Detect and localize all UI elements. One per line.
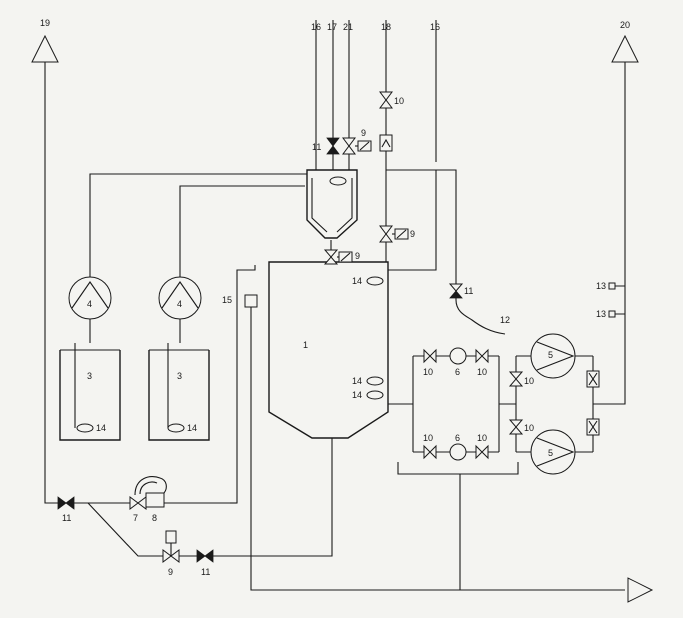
label-9-c: 9 [355,251,360,261]
label-12: 12 [500,315,510,325]
outlet-19-triangle [31,34,59,63]
label-10-d: 10 [423,433,433,443]
label-11-b: 11 [464,286,473,296]
label-14-d: 14 [96,423,106,433]
label-14-e: 14 [187,423,197,433]
pump-5-top [530,333,576,379]
pump-4-left [68,276,112,320]
pump-6-top [449,347,467,365]
label-18: 18 [381,22,391,32]
tank-left-sensor [76,423,94,433]
label-20: 20 [620,20,630,30]
label-9-b: 9 [410,229,415,239]
reactor-vessel-1 [268,261,389,439]
label-19: 19 [40,18,50,28]
pump-4-right [158,276,202,320]
label-11-c: 11 [62,513,71,523]
pump-5-bottom [530,429,576,475]
level-sensor-14-mid [366,376,384,386]
label-9-a: 9 [361,128,366,138]
label-5-a: 5 [548,350,553,360]
label-4-a: 4 [87,299,92,309]
label-10-b: 10 [423,367,433,377]
label-3-a: 3 [87,371,92,381]
label-11-d: 11 [201,567,210,577]
pump-6-bottom [449,443,467,461]
label-14-c: 14 [352,390,362,400]
actuator-9-bottom [165,530,177,544]
feed-hopper [306,169,358,239]
label-11-a: 11 [312,142,321,152]
instrument-13-bottom [608,310,616,318]
label-9-d: 9 [168,567,173,577]
level-sensor-14-top [366,276,384,286]
label-13-b: 13 [596,309,606,319]
label-7: 7 [133,513,138,523]
actuator-8-body [145,492,165,508]
outlet-arrows [31,34,654,603]
label-4-b: 4 [177,299,182,309]
label-16-a: 16 [311,22,321,32]
label-14-b: 14 [352,376,362,386]
label-15: 15 [222,295,232,305]
label-10-e: 10 [477,433,487,443]
label-16-b: 16 [430,22,440,32]
label-6-a: 6 [455,367,460,377]
label-14-a: 14 [352,276,362,286]
label-13-a: 13 [596,281,606,291]
label-5-b: 5 [548,448,553,458]
label-10-a: 10 [394,96,404,106]
label-10-c: 10 [477,367,487,377]
label-6-b: 6 [455,433,460,443]
instrument-15-box [244,294,258,308]
label-10-g: 10 [524,423,534,433]
tank-3-left [59,349,121,441]
instrument-13-top [608,282,616,290]
number-labels: 19 20 16 17 21 18 16 10 11 9 9 9 11 12 1… [40,18,630,577]
tank-right-sensor [167,423,185,433]
label-3-b: 3 [177,371,182,381]
hopper-level-sensor [329,176,347,186]
label-10-f: 10 [524,376,534,386]
label-1: 1 [303,340,308,350]
tank-3-right [148,349,210,441]
outlet-20-triangle [611,34,639,63]
drain-arrow [627,577,654,603]
valves [57,91,616,563]
label-17: 17 [327,22,337,32]
label-21: 21 [343,22,353,32]
label-8: 8 [152,513,157,523]
level-sensor-14-low [366,390,384,400]
